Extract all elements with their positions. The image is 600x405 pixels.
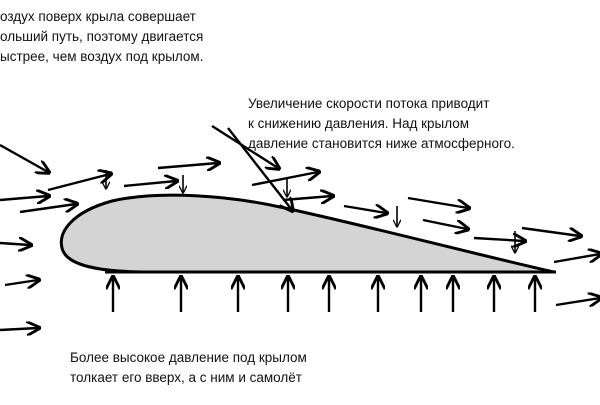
caption-top-left: оздух поверх крыла совершает ольший путь… [0, 9, 204, 64]
flow-arrow [211, 124, 278, 168]
flow-arrow [521, 226, 580, 236]
flow-arrow [123, 181, 176, 186]
airflow-arrows-incoming [0, 143, 110, 330]
airflow-arrows-upper [123, 124, 600, 305]
wing-profile [59, 193, 556, 274]
pressure-arrows-up [113, 278, 535, 312]
flow-arrow [422, 218, 467, 229]
pressure-arrows-down [106, 170, 515, 252]
flow-arrow [407, 196, 468, 208]
flow-arrow [555, 298, 600, 305]
flow-arrow [473, 238, 524, 241]
caption-bottom: Более высокое давление под крылом толкае… [70, 350, 307, 385]
flow-arrow [47, 174, 110, 192]
flow-arrow [282, 196, 332, 200]
flow-arrow [553, 254, 600, 264]
flow-arrow [0, 243, 30, 245]
flow-arrow [343, 206, 386, 213]
flow-arrow [4, 280, 38, 285]
flow-arrow [251, 172, 318, 187]
flow-arrow [0, 143, 48, 172]
flow-arrow [227, 127, 292, 210]
flow-arrow [19, 204, 76, 214]
flow-arrow [0, 328, 38, 330]
flow-arrow [157, 163, 218, 168]
caption-top-right: Увеличение скорости потока приводит к сн… [248, 96, 515, 151]
flow-arrow [0, 196, 48, 200]
